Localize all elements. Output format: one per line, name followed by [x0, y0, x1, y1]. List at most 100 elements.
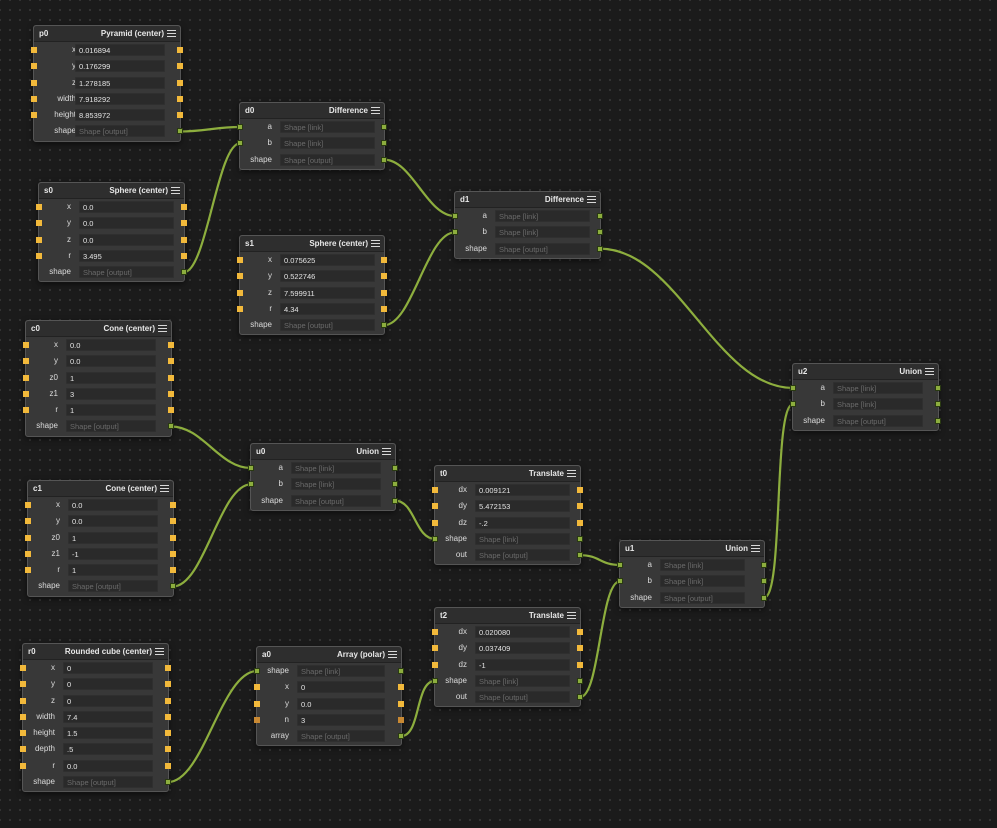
- output-port[interactable]: [165, 697, 171, 704]
- shape-output-port[interactable]: [761, 562, 767, 568]
- input-port[interactable]: [20, 697, 26, 704]
- input-port[interactable]: [432, 519, 438, 526]
- input-port[interactable]: [23, 407, 29, 414]
- shape-output-port[interactable]: [392, 481, 398, 488]
- input-port[interactable]: [23, 358, 29, 365]
- output-port[interactable]: [168, 374, 174, 381]
- node-header[interactable]: c0 Cone (center): [26, 321, 171, 337]
- shape-output-port[interactable]: [761, 594, 767, 601]
- input-port[interactable]: [20, 665, 26, 671]
- input-port[interactable]: [36, 236, 42, 243]
- param-value-field[interactable]: 0.075625: [280, 254, 375, 266]
- param-value-field[interactable]: 1.5: [63, 727, 153, 740]
- input-port[interactable]: [31, 47, 37, 53]
- hamburger-menu-icon[interactable]: [371, 106, 380, 115]
- shape-output-port[interactable]: [381, 124, 387, 130]
- param-value-field[interactable]: 3: [297, 713, 385, 726]
- shape-input-port[interactable]: [790, 385, 796, 391]
- shape-output-port[interactable]: [398, 668, 404, 674]
- shape-input-port[interactable]: [248, 465, 254, 471]
- param-value-field[interactable]: 0.016894: [75, 44, 165, 56]
- shape-input-port[interactable]: [452, 213, 458, 219]
- output-port[interactable]: [381, 273, 387, 280]
- param-value-field[interactable]: 0.0: [68, 499, 158, 511]
- hamburger-menu-icon[interactable]: [925, 367, 934, 376]
- shape-output-port[interactable]: [577, 535, 583, 542]
- output-port[interactable]: [577, 503, 583, 510]
- shape-output-port[interactable]: [935, 401, 941, 408]
- shape-output-port[interactable]: [392, 465, 398, 471]
- output-port[interactable]: [577, 645, 583, 652]
- param-value-field[interactable]: 8.853972: [75, 109, 165, 122]
- param-value-field[interactable]: 4.34: [280, 302, 375, 315]
- output-port[interactable]: [398, 716, 404, 723]
- node-header[interactable]: r0 Rounded cube (center): [23, 644, 168, 660]
- input-port[interactable]: [25, 534, 31, 541]
- node-header[interactable]: c1 Cone (center): [28, 481, 173, 497]
- output-port[interactable]: [381, 257, 387, 263]
- input-port[interactable]: [432, 645, 438, 652]
- output-port[interactable]: [165, 713, 171, 720]
- shape-output-port[interactable]: [597, 245, 603, 252]
- hamburger-menu-icon[interactable]: [371, 239, 380, 248]
- output-port[interactable]: [165, 681, 171, 688]
- output-port[interactable]: [181, 204, 187, 210]
- input-port[interactable]: [254, 716, 260, 723]
- param-value-field[interactable]: 0.0: [79, 233, 174, 246]
- param-value-field[interactable]: 0: [63, 662, 153, 674]
- input-port[interactable]: [36, 252, 42, 259]
- hamburger-menu-icon[interactable]: [155, 647, 164, 656]
- param-value-field[interactable]: 0: [63, 694, 153, 707]
- node-header[interactable]: s0 Sphere (center): [39, 183, 184, 199]
- output-port[interactable]: [181, 236, 187, 243]
- input-port[interactable]: [20, 746, 26, 753]
- param-value-field[interactable]: 1: [68, 564, 158, 577]
- param-value-field[interactable]: -.2: [475, 516, 570, 529]
- shape-output-port[interactable]: [381, 322, 387, 329]
- node-header[interactable]: u2 Union: [793, 364, 938, 380]
- param-value-field[interactable]: 0.0: [297, 697, 385, 710]
- input-port[interactable]: [237, 257, 243, 263]
- param-value-field[interactable]: 1: [68, 531, 158, 544]
- output-port[interactable]: [398, 700, 404, 707]
- param-value-field[interactable]: 1: [66, 404, 156, 417]
- shape-input-port[interactable]: [248, 481, 254, 488]
- hamburger-menu-icon[interactable]: [171, 186, 180, 195]
- input-port[interactable]: [20, 730, 26, 737]
- shape-input-port[interactable]: [617, 578, 623, 585]
- param-value-field[interactable]: 0: [297, 681, 385, 694]
- output-port[interactable]: [168, 390, 174, 397]
- shape-output-port[interactable]: [935, 385, 941, 391]
- param-value-field[interactable]: 1: [66, 371, 156, 384]
- param-value-field[interactable]: 0.0: [66, 355, 156, 368]
- shape-input-port[interactable]: [790, 401, 796, 408]
- shape-input-port[interactable]: [254, 668, 260, 674]
- param-value-field[interactable]: 7.599911: [280, 286, 375, 299]
- hamburger-menu-icon[interactable]: [158, 324, 167, 333]
- hamburger-menu-icon[interactable]: [751, 544, 760, 553]
- hamburger-menu-icon[interactable]: [388, 650, 397, 659]
- output-port[interactable]: [177, 112, 183, 119]
- input-port[interactable]: [36, 220, 42, 227]
- output-port[interactable]: [165, 762, 171, 769]
- input-port[interactable]: [432, 487, 438, 493]
- node-header[interactable]: t0 Translate: [435, 466, 580, 482]
- param-value-field[interactable]: 0.0: [68, 515, 158, 528]
- param-value-field[interactable]: 0.0: [79, 217, 174, 230]
- shape-output-port[interactable]: [177, 128, 183, 135]
- node-header[interactable]: a0 Array (polar): [257, 647, 401, 663]
- param-value-field[interactable]: 0.176299: [75, 60, 165, 73]
- node-header[interactable]: u1 Union: [620, 541, 764, 557]
- input-port[interactable]: [36, 204, 42, 210]
- shape-output-port[interactable]: [597, 213, 603, 219]
- node-header[interactable]: p0 Pyramid (center): [34, 26, 180, 42]
- input-port[interactable]: [23, 342, 29, 348]
- shape-input-port[interactable]: [432, 535, 438, 542]
